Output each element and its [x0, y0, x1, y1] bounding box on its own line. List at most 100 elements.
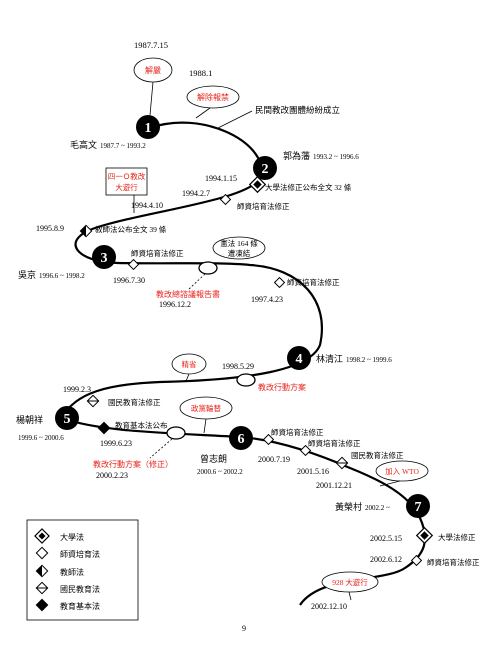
node-3-circle: [92, 245, 116, 269]
connector-xingdong-xiuzheng: [149, 438, 173, 459]
node-6-circle: [229, 426, 253, 450]
date-1998-5-29: 1998.5.29: [222, 362, 254, 371]
event-410-line2: 大遊行: [115, 182, 138, 192]
date-1995-8-9: 1995.8.9: [36, 224, 64, 233]
node-7-number: 7: [415, 500, 422, 515]
event-circle-1998-5: [236, 373, 256, 387]
basic-education-marker: [97, 421, 111, 435]
date-2000-7-19: 2000.7.19: [258, 455, 290, 464]
node-1: 1: [136, 115, 160, 139]
date-2001-12-21: 2001.12.21: [316, 481, 352, 490]
legend-label-teacher-education: 師資培育法: [60, 549, 100, 559]
date-1994-2-7: 1994.2.7: [182, 189, 210, 198]
node-2: 2: [253, 156, 277, 180]
event-minjian: 民間教改團體紛紛成立: [255, 105, 341, 115]
node-6-term: 2000.6 ~ 2002.2: [197, 468, 243, 476]
event-928: 928 大遊行: [332, 577, 368, 587]
event-jiben-fa: 教育基本法公布: [115, 420, 168, 430]
event-shizi-6: 師資培育法修正: [427, 557, 480, 567]
node-2-circle: [253, 156, 277, 180]
event-circle-2000-2: [166, 426, 186, 440]
node-6-number: 6: [238, 432, 245, 447]
legend-label-basic-education: 教育基本法: [60, 601, 100, 611]
date-1996-7-30: 1996.7.30: [113, 276, 145, 285]
event-daxue-quanwen: 大學法修正公布全文 32 條: [265, 182, 352, 192]
event-shizi-2: 師資培育法修正: [131, 248, 184, 258]
date-1988: 1988.1: [189, 68, 212, 78]
node-3-number: 3: [101, 251, 108, 266]
node-2-number: 2: [262, 162, 269, 177]
event-bubble-928: [321, 571, 379, 593]
event-jiechu-baojin: 解除報禁: [197, 92, 229, 102]
event-410-line1: 四一Ｏ教改: [108, 171, 146, 181]
date-1999-6-23: 1999.6.23: [100, 439, 132, 448]
date-2002-6-12: 2002.6.12: [370, 555, 402, 564]
event-xianfa-line1: 憲法 164 條: [220, 238, 258, 248]
event-bubble-wto: [375, 460, 429, 482]
teacher-education-marker-5: [299, 444, 312, 457]
connector-jiechu: [195, 107, 211, 119]
connector-minjian: [217, 110, 253, 129]
event-bubble-jiechu: [186, 85, 240, 109]
event-shizi-3: 師資培育法修正: [287, 277, 340, 287]
node-1-number: 1: [145, 121, 152, 136]
node-1-circle: [136, 115, 160, 139]
connector-wto: [379, 480, 401, 487]
legend-icon-basic-education: [35, 598, 49, 612]
date-1994-4-10: 1994.4.10: [131, 201, 163, 210]
legend-icon-teacher-education: [35, 546, 49, 560]
node-5-circle: [55, 406, 79, 430]
event-jieyan: 解嚴: [145, 65, 161, 75]
university-law-marker-1: [248, 175, 267, 194]
node-5-term: 1999.6 ~ 2000.6: [18, 434, 64, 442]
node-4-number: 4: [296, 352, 303, 367]
legend-label-university: 大學法: [60, 532, 84, 542]
national-education-marker-2: [335, 456, 349, 470]
event-daxue-xiuzheng: 大學法修正: [438, 532, 476, 542]
legend-icon-university: [34, 528, 50, 544]
node-6: 6: [229, 426, 253, 450]
event-guomin-1: 國民教育法修正: [108, 397, 161, 407]
teacher-act-marker: [79, 224, 93, 238]
event-zhengdang: 政黨輪替: [191, 403, 221, 413]
teacher-education-marker-6: [410, 554, 423, 567]
node-4: 4: [287, 346, 311, 370]
event-wto: 加入 WTO: [385, 466, 419, 476]
page-number: 9: [242, 624, 246, 633]
date-2001-5-16: 2001.5.16: [297, 467, 329, 476]
node-5: 5: [55, 406, 79, 430]
node-3: 3: [92, 245, 116, 269]
date-1997-4-23: 1997.4.23: [251, 295, 283, 304]
connector-jingsheng: [185, 373, 190, 382]
date-1994-1-15: 1994.1.15: [205, 174, 237, 183]
legend-icon-teacher-act: [35, 564, 49, 578]
node-6-minister: 曾志朗: [200, 453, 227, 464]
date-1999-2-3: 1999.2.3: [63, 385, 91, 394]
node-4-circle: [287, 346, 311, 370]
date-1996-12-2: 1996.12.2: [159, 300, 191, 309]
teacher-education-marker-2: [127, 258, 140, 271]
university-law-marker-2: [415, 526, 434, 545]
event-xingdong-fangan: 教改行動方案: [258, 382, 306, 392]
date-2000-2-23: 2000.2.23: [96, 471, 128, 480]
event-shizi-1: 師資培育法修正: [237, 201, 290, 211]
event-xianfa-line2: 遭凍結: [228, 248, 251, 258]
connector-zhengdang: [203, 418, 207, 434]
event-shizi-4: 師資培育法修正: [271, 427, 324, 437]
teacher-education-marker-1: [219, 193, 232, 206]
legend-icon-national-education: [35, 581, 49, 595]
date-2002-5-15: 2002.5.15: [370, 534, 402, 543]
connector-zongzi: [187, 273, 206, 291]
national-education-marker-1: [86, 394, 100, 408]
event-jingsheng: 精省: [182, 359, 197, 369]
event-bubble-xianfa: [212, 236, 266, 260]
event-jiaoshi-fa: 教師法公布全文 39 條: [95, 224, 167, 234]
event-box-410: [105, 167, 148, 196]
event-xingdong-xiuzheng: 教改行動方案（修正）: [93, 459, 173, 469]
node-7-circle: [406, 494, 430, 518]
node-7: 7: [406, 494, 430, 518]
